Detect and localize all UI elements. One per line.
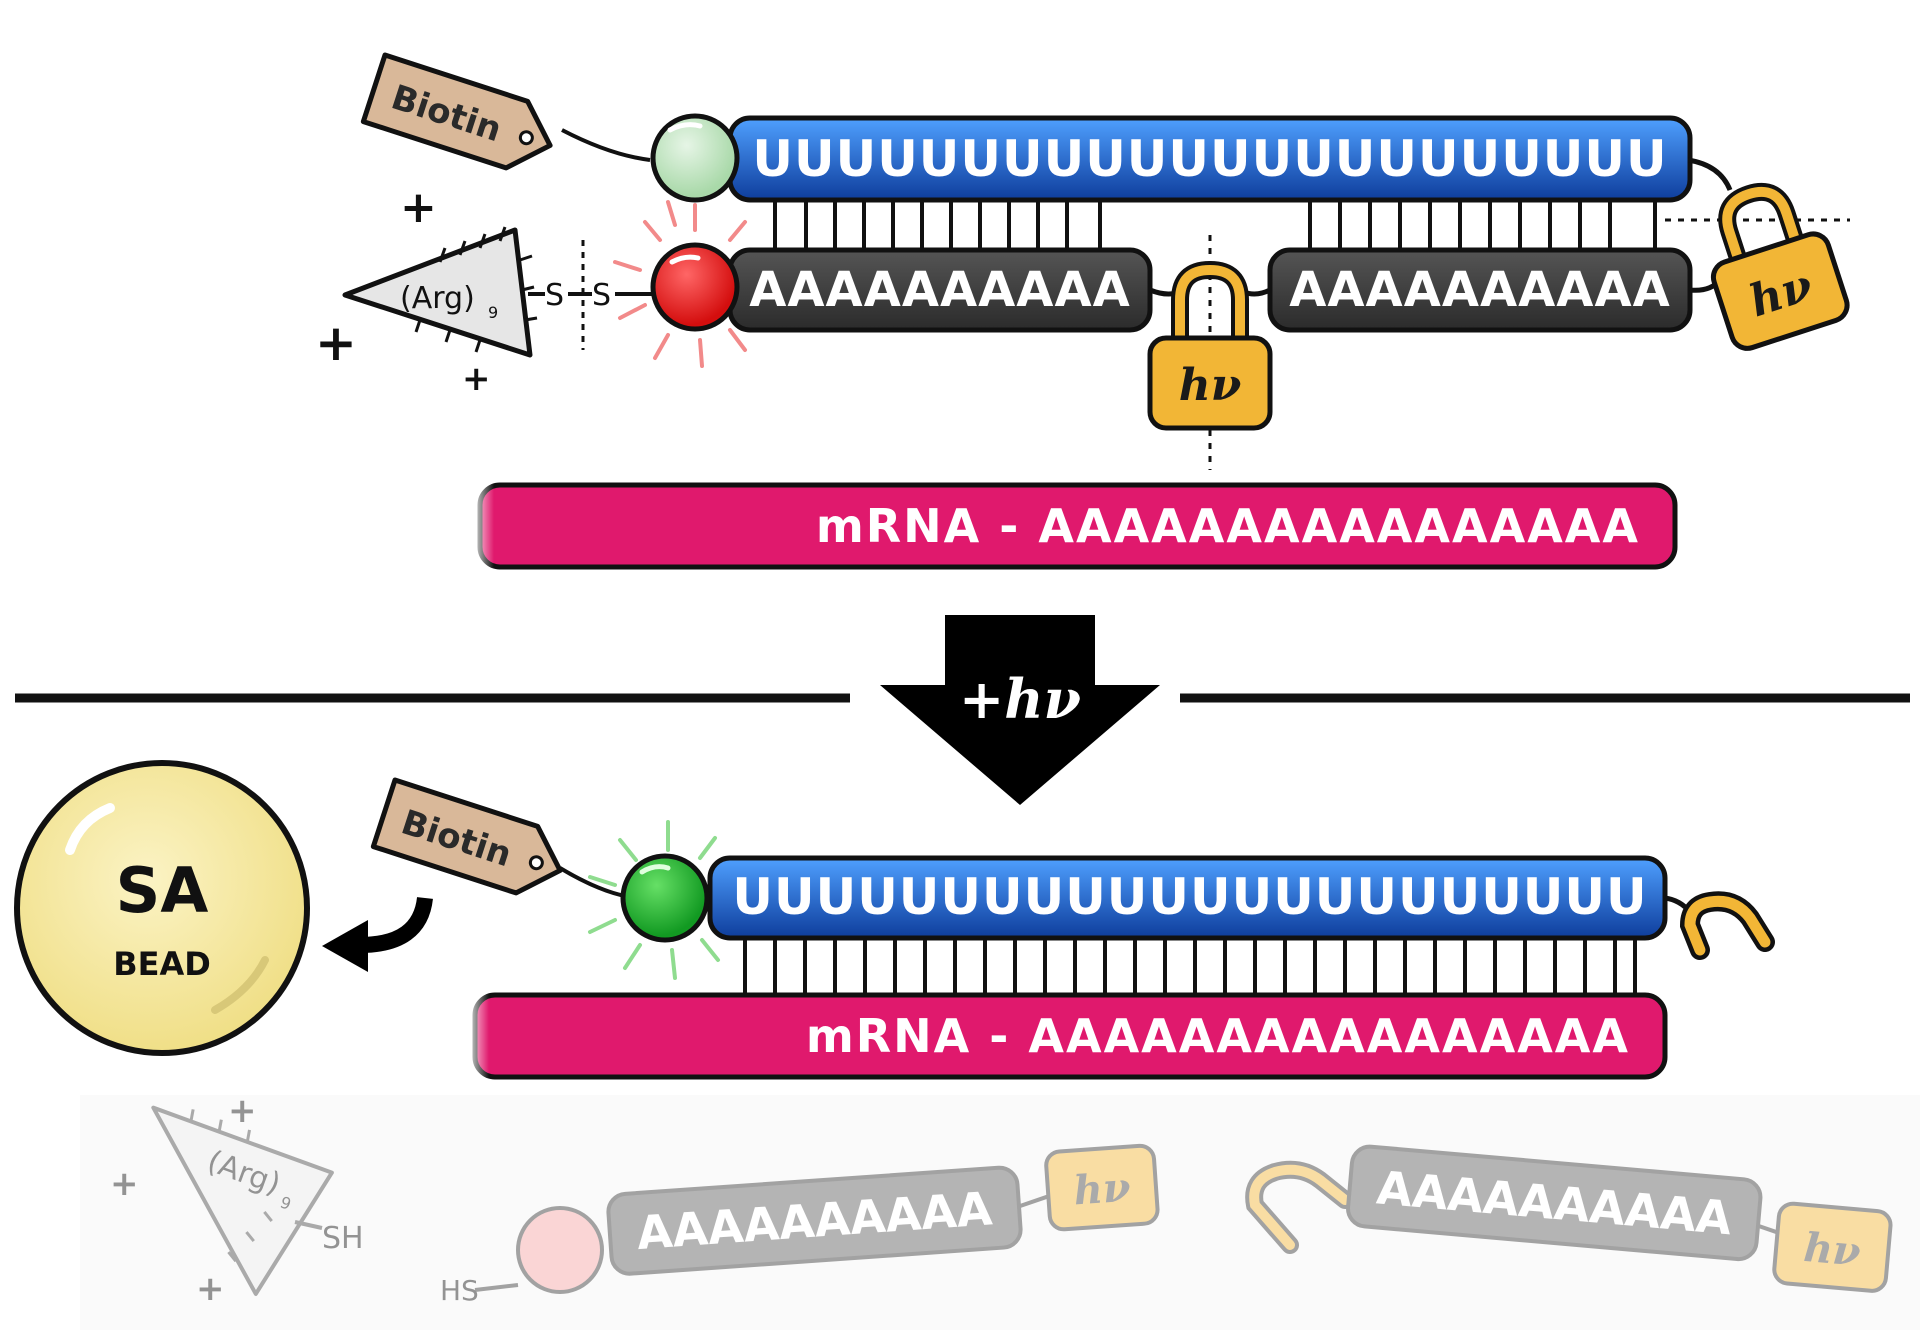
released-plus-3: + (196, 1269, 225, 1309)
open-shackle-bottom (1664, 891, 1775, 960)
capture-arrow (322, 896, 433, 972)
lock-icon-top-mid: hν (1147, 260, 1273, 431)
mrna-bottom: mRNA - AAAAAAAAAAAAAAAA (465, 988, 1668, 1084)
sh-label-released: SH (322, 1221, 364, 1256)
biotin-tag-bottom: Biotin (370, 777, 563, 896)
arg9-peptide-released: (Arg) 9 (151, 1105, 334, 1296)
biotin-linker-bottom (558, 866, 631, 899)
a-strand-label-top-right: AAAAAAAAAA (1289, 262, 1670, 318)
disulfide-s1: S (545, 278, 564, 313)
light-arrow-label: +hν (959, 667, 1081, 731)
pink-dye-released (516, 1206, 604, 1294)
released-plus-2: + (110, 1164, 139, 1204)
mrna-top: mRNA - AAAAAAAAAAAAAAAA (470, 478, 1678, 574)
green-dye-bottom (588, 820, 720, 980)
red-dye-top (613, 200, 747, 368)
released-fragments: (Arg) 9 SH + + + AAAAAAAAAA hν HS (80, 1091, 1920, 1330)
arg-label-top: (Arg) (400, 281, 475, 316)
mrna-label-bottom: mRNA - AAAAAAAAAAAAAAAA (806, 1009, 1630, 1063)
lock-label-released-right: hν (1802, 1224, 1863, 1276)
lock-body-released-right (1772, 1201, 1893, 1293)
base-pairs-top-right (1308, 193, 1657, 252)
released-fragments-backdrop (80, 1095, 1920, 1330)
u-strand-label-top: UUUUUUUUUUUUUUUUUUUUUU (752, 130, 1667, 188)
sa-bead: SA BEAD (14, 760, 310, 1056)
charge-plus-2: + (315, 314, 357, 372)
base-pairs-top-left (773, 193, 1102, 252)
released-plus-1: + (228, 1091, 257, 1131)
disulfide-s2: S (592, 278, 611, 313)
lock-body-released-left (1044, 1143, 1160, 1232)
a-strand-label-top-left: AAAAAAAAAA (749, 262, 1130, 318)
a-strand-released-right: AAAAAAAAAA hν (1346, 1144, 1893, 1293)
lock-label-released-left: hν (1072, 1164, 1132, 1215)
bottom-panel: SA BEAD Biotin (14, 760, 1920, 1330)
open-shackle-released (1245, 1160, 1354, 1254)
mrna-label-top: mRNA - AAAAAAAAAAAAAAAA (816, 499, 1640, 553)
arg-subscript-top: 9 (488, 303, 498, 322)
u-strand-bottom: UUUUUUUUUUUUUUUUUUUUUU (707, 855, 1668, 941)
green-dye-top (650, 113, 740, 203)
charge-plus-3: + (462, 359, 491, 399)
a-strand-top-left: AAAAAAAAAA (727, 247, 1153, 333)
arg9-peptide-top: (Arg) 9 S S + + + (315, 182, 653, 399)
a-strand-released-left: AAAAAAAAAA hν (606, 1143, 1160, 1276)
hs-label-released: HS (440, 1274, 479, 1307)
biotin-linker-top (561, 128, 651, 162)
top-panel: Biotin UUUUUUUUUUUUUUUUUUUUUU (315, 52, 1850, 574)
u-linker-right (1687, 157, 1733, 192)
u-strand-top: UUUUUUUUUUUUUUUUUUUUUU (727, 115, 1693, 203)
sa-bead-subtitle: BEAD (113, 945, 211, 983)
light-arrow: +hν (880, 615, 1160, 805)
a-strand-top-right: AAAAAAAAAA (1267, 247, 1693, 333)
sa-bead-title: SA (116, 854, 209, 927)
lock-icon-top-right: hν (1710, 182, 1850, 351)
lock-label-top-mid: hν (1179, 360, 1242, 411)
biotin-tag-top: Biotin (360, 52, 553, 171)
charge-plus-1: + (400, 182, 437, 233)
u-strand-label-bottom: UUUUUUUUUUUUUUUUUUUUUU (732, 868, 1647, 926)
